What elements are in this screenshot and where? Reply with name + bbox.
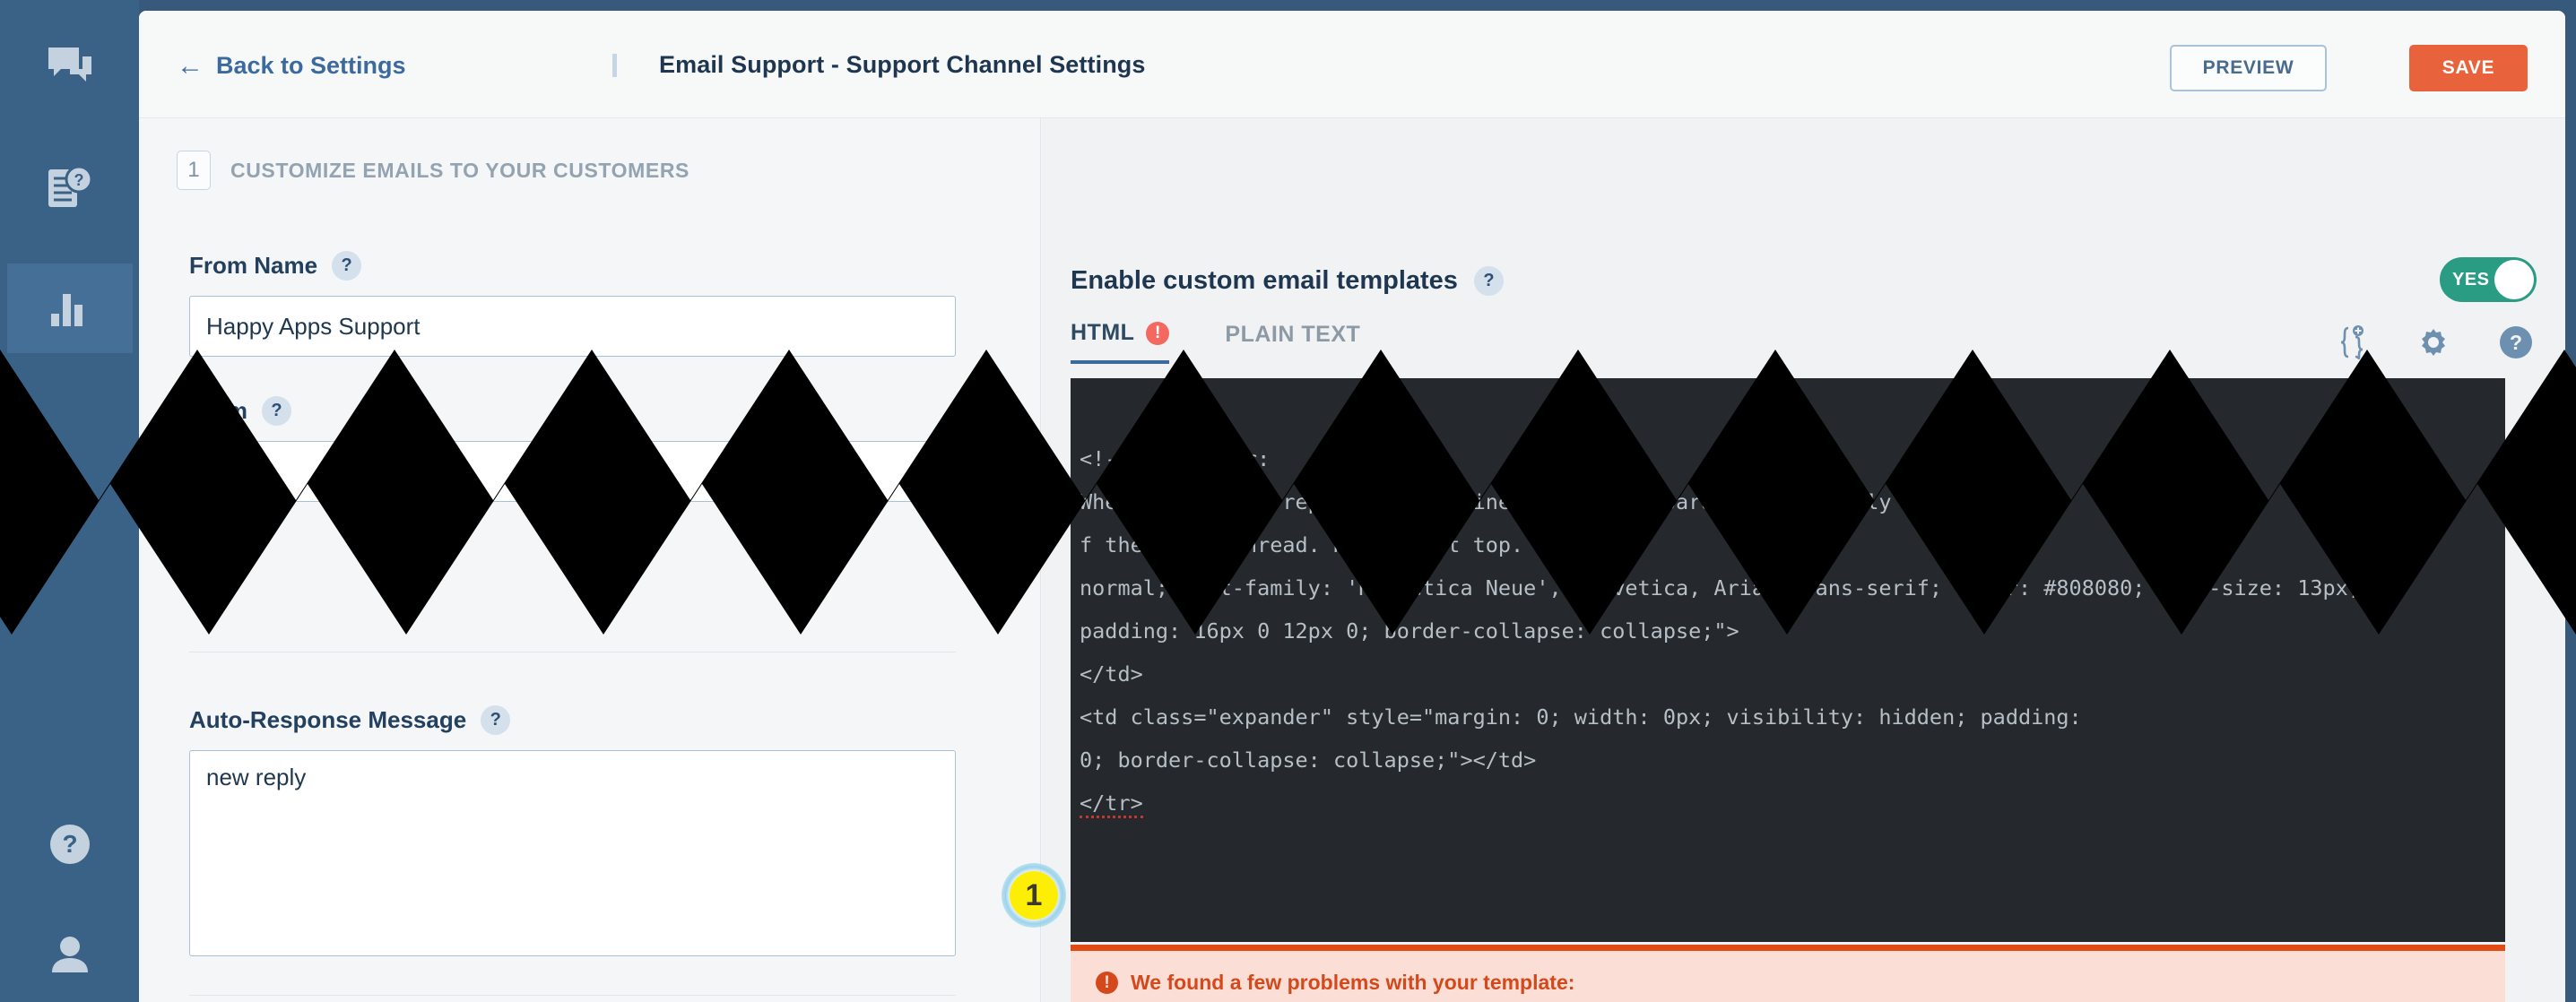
tab-html[interactable]: HTML ! — [1071, 320, 1170, 364]
toggle-knob — [2494, 260, 2534, 299]
template-error-title: We found a few problems with your templa… — [1131, 971, 1575, 994]
template-error-title-group: ! We found a few problems with your temp… — [1096, 971, 2505, 995]
alert-icon: ! — [1096, 972, 1118, 994]
auto-response-label-group: Auto-Response Message ? — [189, 705, 511, 735]
enable-templates-toggle[interactable]: YES — [2440, 257, 2537, 302]
annotation-marker-1: 1 — [1002, 863, 1066, 928]
code-line-7: <td class="expander" style="margin: 0; w… — [1080, 704, 2082, 730]
sidebar-item-conversations[interactable] — [7, 22, 133, 111]
sidebar-item-account[interactable] — [7, 910, 133, 999]
page-title: Email Support - Support Channel Settings — [659, 51, 1146, 78]
editor-toolbar: ? — [2336, 324, 2533, 365]
svg-text:?: ? — [2510, 331, 2522, 354]
tab-plain-text[interactable]: PLAIN TEXT — [1225, 322, 1360, 362]
section-1-number: 1 — [177, 151, 211, 190]
code-line-4: normal; font-family: 'Helvetica Neue', H… — [1080, 575, 2361, 600]
from-name-help-icon[interactable]: ? — [332, 251, 362, 281]
enable-templates-help-icon[interactable]: ? — [1473, 266, 1504, 296]
code-line-2: When a customer replies, this line helps… — [1080, 489, 2006, 514]
back-to-settings-link[interactable]: ← Back to Settings — [177, 52, 406, 80]
code-line-8: 0; border-collapse: collapse;"></td> — [1080, 747, 1537, 773]
sidebar-item-faq[interactable]: ? — [7, 143, 133, 232]
preview-button[interactable]: PREVIEW — [2170, 45, 2327, 91]
left-arrow-icon: ← — [177, 50, 204, 81]
from-field-help-icon[interactable]: ? — [262, 396, 291, 426]
auto-response-textarea[interactable] — [189, 750, 956, 956]
tab-plain-text-label: PLAIN TEXT — [1225, 322, 1361, 347]
tab-html-label: HTML — [1071, 320, 1135, 345]
sidebar-item-help[interactable]: ? — [7, 799, 133, 889]
tab-html-error-badge: ! — [1146, 321, 1170, 345]
form-divider-2 — [189, 995, 956, 996]
top-bar: ← Back to Settings Email Support - Suppo… — [139, 11, 2565, 118]
from-field-input[interactable] — [189, 441, 956, 502]
svg-text:?: ? — [74, 171, 84, 189]
marker-number: 1 — [1010, 871, 1058, 920]
help-circle-icon: ? — [48, 823, 91, 866]
body-split: 1 CUSTOMIZE EMAILS TO YOUR CUSTOMERS Fro… — [139, 118, 2565, 1002]
template-error-banner: ! We found a few problems with your temp… — [1071, 945, 2505, 1002]
save-button[interactable]: SAVE — [2409, 45, 2528, 91]
template-tabs: HTML ! PLAIN TEXT — [1071, 320, 1360, 364]
from-field-label: From — [189, 397, 247, 424]
editor-code: <!-- delimiter: When a customer replies,… — [1071, 378, 2505, 868]
enable-templates-title: Enable custom email templates — [1071, 266, 1458, 295]
from-field-label-group: From ? — [189, 396, 291, 426]
code-line-6: </td> — [1080, 661, 1143, 687]
person-icon — [48, 935, 91, 974]
code-line-3: f the email thread. Keep it at top. --> — [1080, 532, 1574, 557]
rail-inner: ? ? — [7, 11, 133, 991]
settings-form-pane: 1 CUSTOMIZE EMAILS TO YOUR CUSTOMERS Fro… — [139, 118, 1041, 1002]
from-name-label-group: From Name ? — [189, 251, 362, 281]
enable-templates-title-group: Enable custom email templates ? — [1071, 266, 1504, 296]
bar-chart-icon — [49, 290, 91, 326]
gear-icon[interactable] — [2417, 326, 2450, 363]
auto-response-label: Auto-Response Message — [189, 706, 467, 733]
email-template-pane: Enable custom email templates ? YES HTML… — [1042, 118, 2565, 1002]
auto-response-help-icon[interactable]: ? — [481, 705, 511, 735]
left-icon-rail: ? ? — [0, 0, 139, 1002]
code-line-9: </tr> — [1080, 790, 1143, 818]
from-name-label: From Name — [189, 252, 318, 279]
svg-text:?: ? — [62, 830, 77, 858]
toggle-label: YES — [2452, 270, 2490, 289]
chat-bubbles-icon — [47, 46, 93, 87]
html-template-editor[interactable]: <!-- delimiter: When a customer replies,… — [1071, 378, 2505, 942]
back-to-settings-label: Back to Settings — [216, 52, 406, 79]
main-card: ← Back to Settings Email Support - Suppo… — [139, 11, 2565, 1002]
sidebar-item-reports[interactable] — [7, 263, 133, 353]
insert-placeholder-icon[interactable] — [2336, 324, 2368, 365]
code-line-1: <!-- delimiter: — [1080, 446, 1271, 471]
section-1-header: 1 CUSTOMIZE EMAILS TO YOUR CUSTOMERS — [177, 151, 690, 190]
code-line-5: padding: 16px 0 12px 0; border-collapse:… — [1080, 618, 1739, 644]
section-1-title: CUSTOMIZE EMAILS TO YOUR CUSTOMERS — [230, 158, 690, 182]
help-circle-icon[interactable]: ? — [2499, 325, 2533, 364]
topbar-divider — [612, 54, 617, 77]
from-name-input[interactable] — [189, 296, 956, 357]
document-question-icon: ? — [47, 166, 93, 209]
